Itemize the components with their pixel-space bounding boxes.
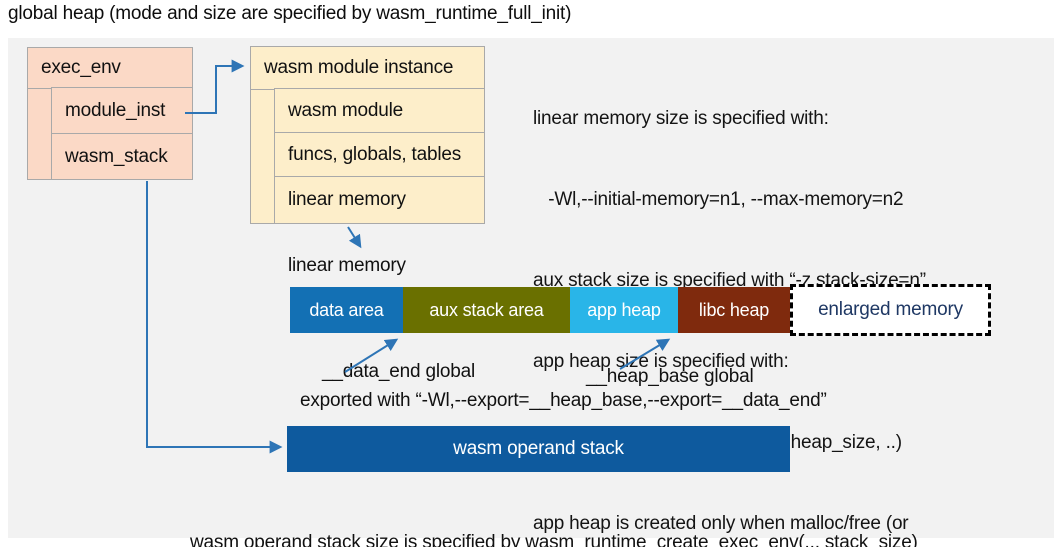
export-flags-note: exported with “-Wl,--export=__heap_base,… (300, 390, 827, 411)
segment-enlarged-memory: enlarged memory (790, 284, 991, 336)
heap-base-global-label: __heap_base global (586, 366, 754, 387)
module-instance-field-funcs-globals-tables: funcs, globals, tables (274, 132, 485, 177)
page-title: global heap (mode and size are specified… (8, 3, 572, 24)
memory-size-notes: linear memory size is specified with: -W… (533, 51, 926, 547)
note-line: app heap is created only when malloc/fre… (533, 513, 909, 534)
module-instance-field-linear-memory: linear memory (274, 176, 485, 224)
data-end-global-label: __data_end global (322, 361, 475, 382)
segment-libc-heap: libc heap (678, 287, 790, 333)
segment-data-area: data area (290, 287, 403, 333)
exec-env-field-wasm-stack: wasm_stack (51, 133, 193, 180)
note-line: -Wl,--initial-memory=n1, --max-memory=n2 (533, 189, 904, 210)
wasm-operand-stack-bar: wasm operand stack (287, 426, 790, 472)
operand-stack-notes: wasm operand stack size is specified by … (190, 478, 918, 547)
note-line: linear memory size is specified with: (533, 108, 829, 129)
exec-env-field-module-inst: module_inst (51, 87, 193, 134)
module-instance-header: wasm module instance (251, 47, 484, 90)
exec-env-header: exec_env (28, 48, 192, 89)
module-instance-field-wasm-module: wasm module (274, 88, 485, 133)
segment-aux-stack-area: aux stack area (403, 287, 570, 333)
linear-memory-label: linear memory (288, 255, 406, 276)
segment-app-heap: app heap (570, 287, 678, 333)
note-line: wasm operand stack size is specified by … (190, 532, 918, 547)
